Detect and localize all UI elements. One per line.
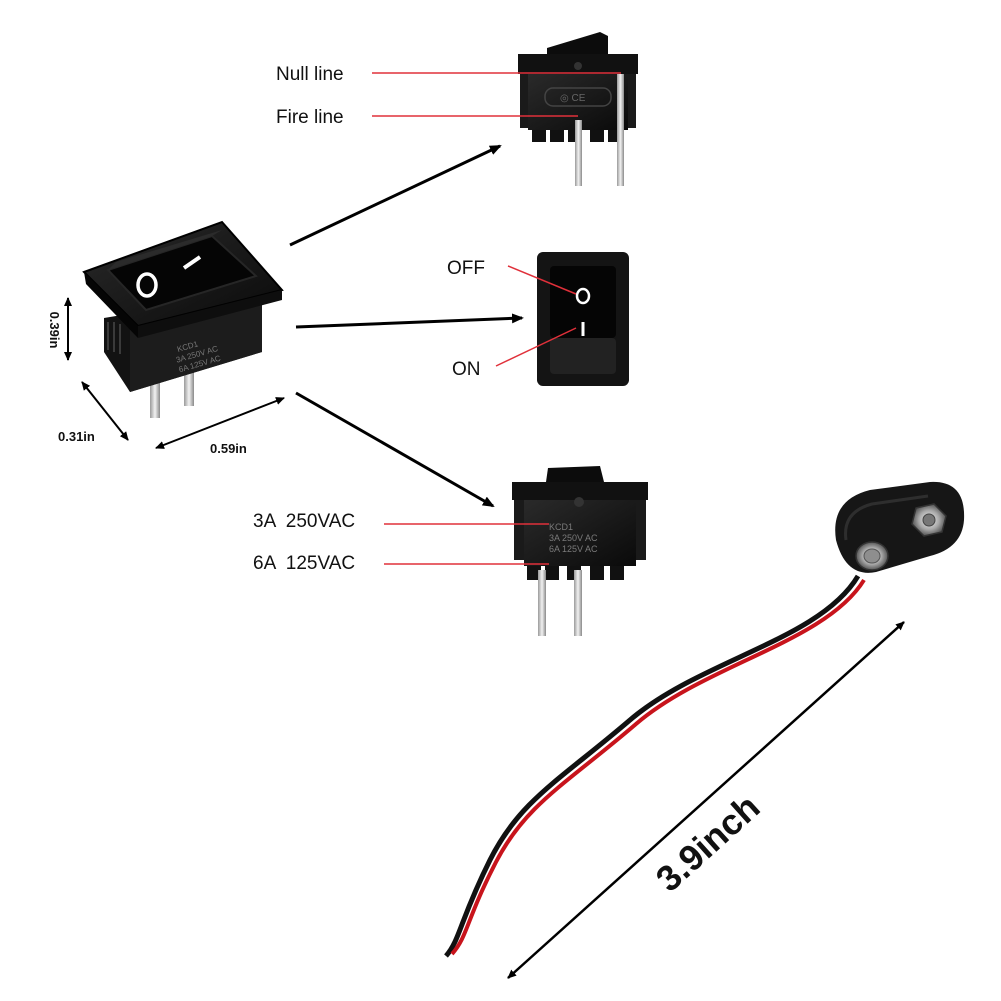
switch-pin bbox=[150, 372, 160, 418]
off-leader bbox=[507, 265, 577, 295]
on-label: ON bbox=[452, 359, 481, 380]
front-view-rocker-lower bbox=[550, 338, 616, 374]
rating-1-label: 3A 250VAC bbox=[253, 511, 355, 532]
width-label: 0.59in bbox=[210, 441, 247, 456]
snap-body bbox=[835, 481, 965, 573]
cable-length-label: 3.9inch bbox=[648, 786, 768, 899]
svg-text:◎ CE: ◎ CE bbox=[560, 93, 586, 104]
switch-side-view: KCD1 3A 250V AC 6A 125V AC bbox=[512, 466, 648, 636]
side-marking-2: 3A 250V AC bbox=[549, 533, 598, 543]
off-symbol bbox=[136, 272, 158, 298]
black-wire bbox=[444, 574, 861, 958]
red-wire bbox=[450, 578, 866, 956]
arrow-to-side-view bbox=[295, 391, 495, 508]
switch-pin bbox=[184, 366, 194, 406]
side-pin-1 bbox=[538, 570, 546, 636]
on-leader bbox=[495, 327, 577, 367]
null-line-label: Null line bbox=[276, 64, 344, 85]
arrow-to-top-view bbox=[289, 144, 502, 247]
off-label: OFF bbox=[447, 258, 485, 279]
main-rocker-switch: KCD1 3A 250V AC 6A 125V AC bbox=[82, 220, 284, 418]
rating-2-label: 6A 125VAC bbox=[253, 553, 355, 574]
fire-line-label: Fire line bbox=[276, 107, 344, 128]
dimension-width: 0.59in bbox=[155, 397, 285, 456]
dimension-height: 0.39in bbox=[47, 297, 72, 361]
fire-pin bbox=[575, 120, 582, 186]
on-symbol bbox=[182, 255, 202, 270]
arrow-to-front-view bbox=[295, 313, 524, 329]
switch-top-view: ◎ CE bbox=[518, 32, 638, 186]
null-pin bbox=[617, 74, 624, 186]
side-marking-3: 6A 125V AC bbox=[549, 544, 598, 554]
dimension-depth: 0.31in bbox=[58, 381, 129, 444]
height-label: 0.39in bbox=[47, 312, 62, 349]
switch-front-view bbox=[537, 252, 629, 386]
cable-length-arrow bbox=[507, 621, 905, 979]
depth-label: 0.31in bbox=[58, 429, 95, 444]
front-off-symbol bbox=[575, 287, 591, 305]
side-view-body bbox=[524, 500, 636, 566]
side-marking-1: KCD1 bbox=[549, 522, 573, 532]
side-pin-2 bbox=[574, 570, 582, 636]
